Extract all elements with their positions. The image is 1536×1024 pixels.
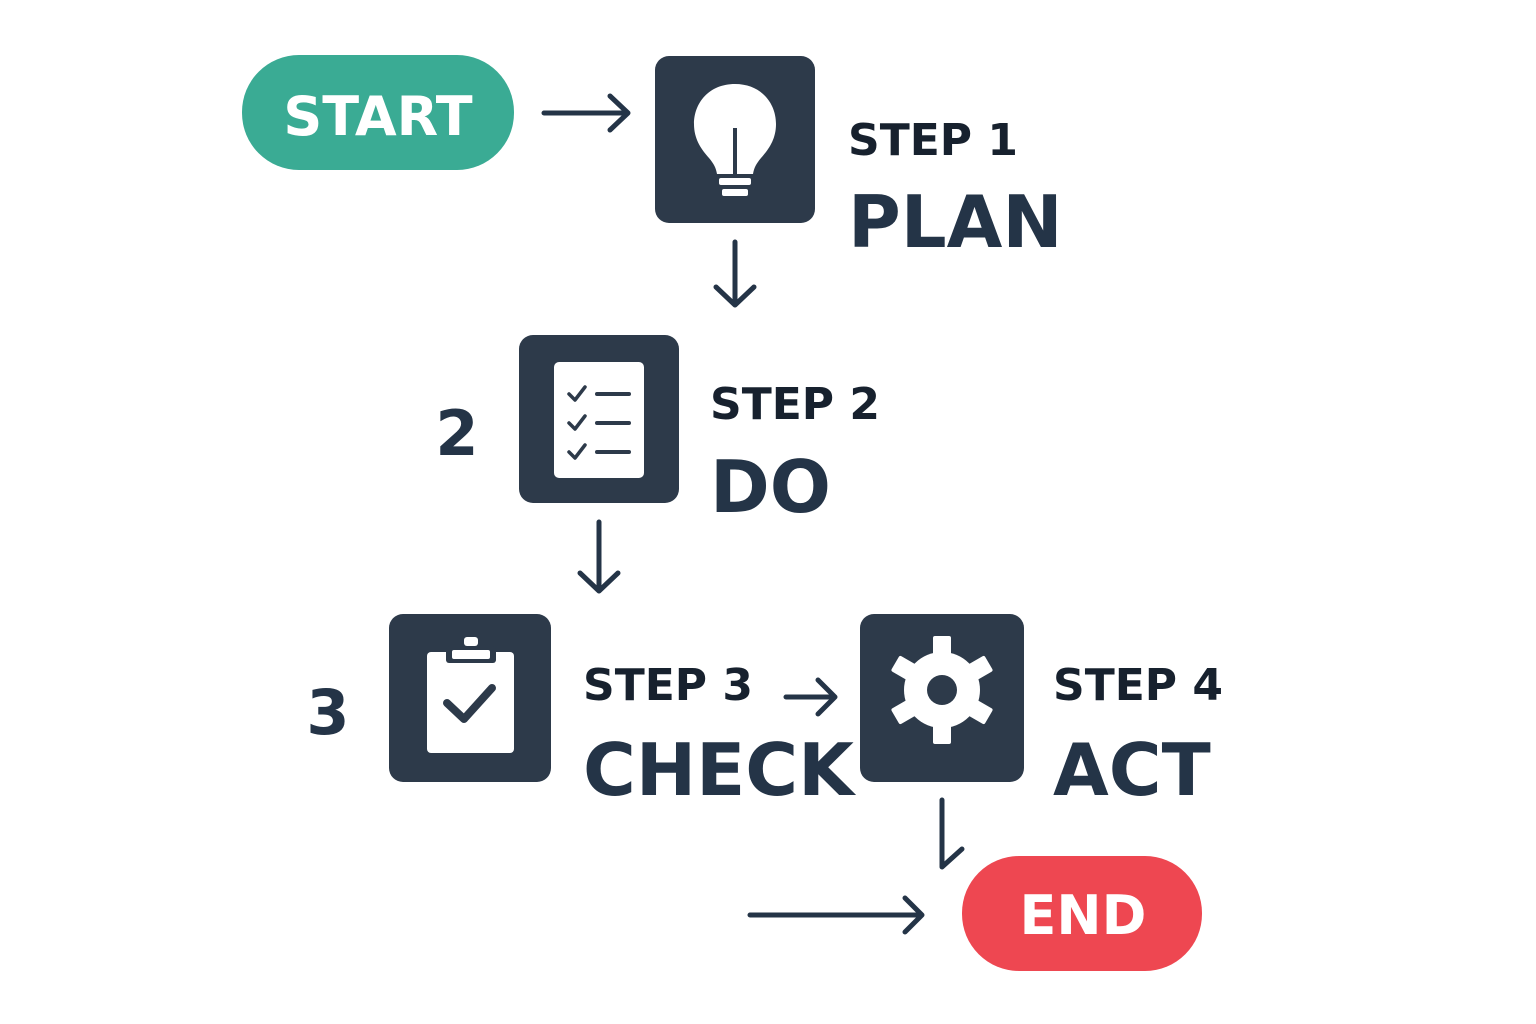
clipboard-check-icon <box>427 637 514 753</box>
arrow-step4-to-end <box>939 797 965 870</box>
arrow-step2-to-step3 <box>577 519 621 594</box>
arrow-step3-to-step4 <box>783 677 838 717</box>
start-label: START <box>283 85 472 148</box>
start-pill <box>242 55 514 170</box>
arrow-step1-to-step2 <box>713 239 757 308</box>
end-label: END <box>1020 884 1147 947</box>
end-pill <box>962 856 1202 971</box>
step-1-node: STEP 1 PLAN <box>655 56 1063 264</box>
arrow-into-end <box>747 895 925 935</box>
step-4-label: STEP 4 <box>1053 660 1223 711</box>
step-1-name: PLAN <box>848 180 1063 264</box>
gear-icon <box>891 636 993 744</box>
step-2-label: STEP 2 <box>710 379 880 430</box>
step-2-side-number: 2 <box>435 397 478 470</box>
step-2-name: DO <box>710 445 831 529</box>
arrow-start-to-step1 <box>541 93 631 133</box>
step-1-label: STEP 1 <box>848 115 1018 166</box>
checklist-icon <box>554 362 644 478</box>
step-3-node: 3 STEP 3 CHECK <box>306 614 856 812</box>
step-3-label: STEP 3 <box>583 660 753 711</box>
start-node: START <box>242 55 514 170</box>
step-3-side-number: 3 <box>306 676 349 749</box>
step-4-node: STEP 4 ACT <box>860 614 1223 812</box>
step-2-node: 2 STEP 2 DO <box>435 335 880 529</box>
step-3-name: CHECK <box>583 728 856 812</box>
end-node: END <box>962 856 1202 971</box>
step-4-name: ACT <box>1053 728 1211 812</box>
lightbulb-icon <box>694 84 776 196</box>
